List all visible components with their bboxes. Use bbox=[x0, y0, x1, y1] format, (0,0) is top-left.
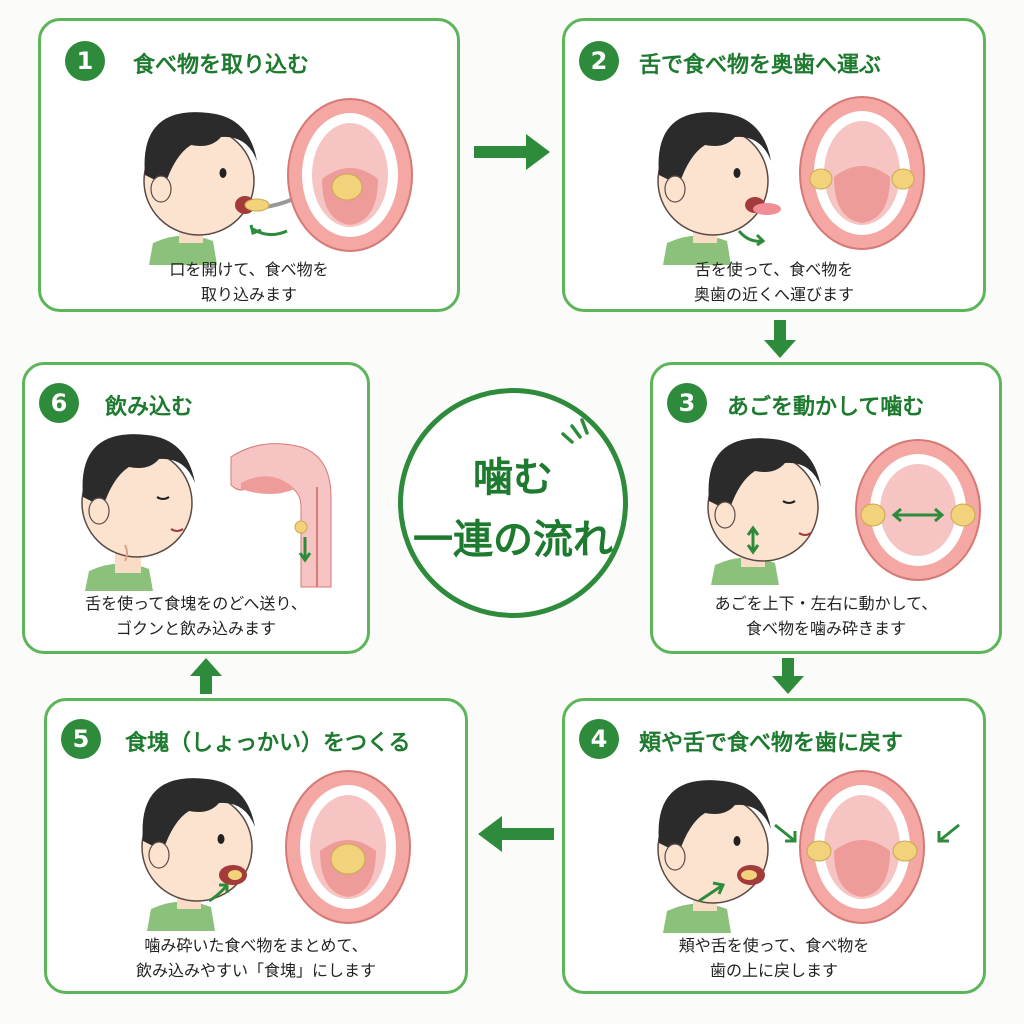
step-number-badge: 5 bbox=[61, 719, 101, 759]
emphasis-lines-icon bbox=[561, 418, 589, 444]
step-caption: あごを上下・左右に動かして、 食べ物を噛み砕きます bbox=[714, 594, 938, 638]
open-mouth-icon bbox=[287, 98, 413, 252]
child-swallowing-icon bbox=[81, 434, 195, 591]
flow-arrow-left-icon bbox=[478, 816, 554, 852]
flow-arrow-up-icon bbox=[190, 658, 222, 694]
step-title: あごを動かして噛む bbox=[727, 395, 925, 420]
step-caption: 噛み砕いた食べ物をまとめて、 飲み込みやすい「食塊」にします bbox=[135, 936, 376, 980]
child-eating-icon bbox=[143, 112, 311, 265]
arrow-left-icon bbox=[937, 823, 960, 843]
step-caption: 舌を使って、食べ物を 奥歯の近くへ運びます bbox=[693, 260, 854, 304]
open-mouth-icon bbox=[799, 96, 925, 250]
step-title: 頬や舌で食べ物を歯に戻す bbox=[639, 731, 904, 756]
step-card-3: 3 あごを動かして噛む あごを上下・左右に動かして、 食べ物を噛み砕きます bbox=[650, 362, 1002, 654]
step-card-6: 6 飲み込む 舌を使って食塊をのどへ送り、 ゴクンと飲み込みます bbox=[22, 362, 370, 654]
open-mouth-icon bbox=[285, 770, 411, 924]
step-caption: 口を開けて、食べ物を 取り込みます bbox=[169, 260, 329, 304]
step-card-2: 2 舌で食べ物を奥歯へ運ぶ 舌を使って、食べ物を 奥歯の近くへ運びます bbox=[562, 18, 986, 312]
child-chewing-icon bbox=[707, 438, 821, 585]
step-caption: 舌を使って食塊をのどへ送り、 ゴクンと飲み込みます bbox=[85, 594, 307, 638]
flow-arrow-right-icon bbox=[474, 134, 550, 170]
step-number-badge: 2 bbox=[579, 41, 619, 81]
step-title: 食べ物を取り込む bbox=[133, 53, 310, 78]
open-mouth-icon bbox=[855, 439, 981, 581]
step-number-badge: 4 bbox=[579, 719, 619, 759]
throat-cross-section-icon bbox=[227, 431, 345, 588]
step-card-5: 5 食塊（しょっかい）をつくる 噛み砕いた食べ物をまとめて、 飲み込みやすい「食… bbox=[44, 698, 468, 994]
step-title: 舌で食べ物を奥歯へ運ぶ bbox=[639, 53, 882, 78]
step-title: 飲み込む bbox=[105, 395, 194, 420]
center-title-line2: 一連の流れ bbox=[413, 517, 613, 563]
flow-arrow-down-icon bbox=[764, 320, 796, 358]
step-number-badge: 6 bbox=[39, 383, 79, 423]
flow-arrow-down-icon bbox=[772, 658, 804, 694]
child-bolus-icon bbox=[141, 778, 255, 931]
center-circle: 噛む 一連の流れ bbox=[398, 388, 628, 618]
step-number-badge: 3 bbox=[667, 383, 707, 423]
step-card-1: 1 食べ物を取り込む 口を開けて、食べ物を 取り込みます bbox=[38, 18, 460, 312]
child-cheek-icon bbox=[657, 780, 771, 933]
step-caption: 頬や舌を使って、食べ物を 歯の上に戻します bbox=[678, 936, 870, 980]
step-title: 食塊（しょっかい）をつくる bbox=[125, 731, 411, 756]
arrow-right-icon bbox=[774, 823, 797, 843]
center-title-line1: 噛む bbox=[473, 455, 553, 501]
step-card-4: 4 頬や舌で食べ物を歯に戻す 頬や舌を使って、食べ物を 歯の上に戻します bbox=[562, 698, 986, 994]
step-number-badge: 1 bbox=[65, 41, 105, 81]
open-mouth-icon bbox=[799, 770, 925, 924]
child-tongue-icon bbox=[657, 112, 781, 265]
